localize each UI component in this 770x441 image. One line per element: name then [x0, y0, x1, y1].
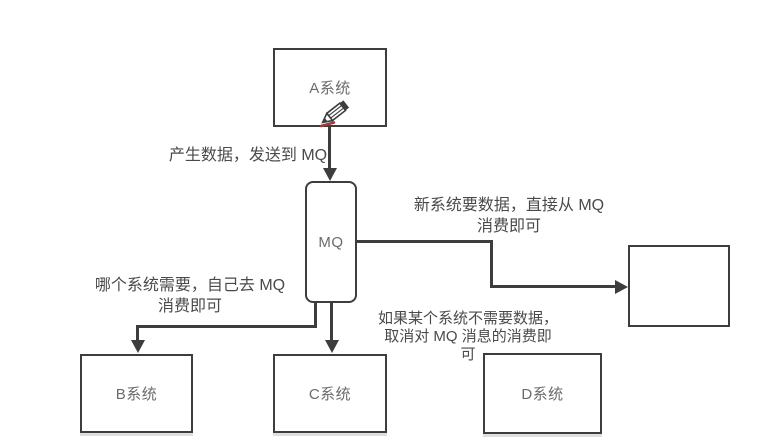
annotation-produce-line1: 产生数据，发送到 MQ — [168, 147, 328, 164]
annotation-cancel-line2: 取消对 MQ 消息的消费即 — [384, 328, 552, 345]
annotation-new-system-line1: 新系统要数据，直接从 MQ — [413, 197, 605, 214]
node-d-system-label: D系统 — [521, 386, 564, 403]
node-mq-label: MQ — [318, 233, 344, 251]
pencil-red-stroke — [319, 121, 336, 128]
edge-mq-to-c-line — [330, 303, 333, 342]
annotation-new-system-line2: 消费即可 — [476, 218, 541, 235]
edge-mq-to-new-arrowhead-icon — [615, 280, 628, 294]
edge-a-to-mq-arrowhead-icon — [323, 168, 337, 181]
edge-mq-to-b-line-v1 — [314, 303, 317, 328]
edge-mq-to-b-line-v2 — [136, 325, 139, 342]
annotation-new-system: 新系统要数据，直接从 MQ 消费即可 — [397, 195, 621, 237]
node-new-system-empty — [628, 245, 730, 327]
node-a-system-label: A系统 — [309, 80, 351, 97]
node-c-system: C系统 — [273, 354, 387, 433]
edge-mq-to-new-line-h2 — [490, 285, 616, 288]
edge-mq-to-c-arrowhead-icon — [325, 340, 339, 353]
edge-a-to-mq-line — [328, 127, 331, 170]
annotation-which-system-line2: 消费即可 — [157, 298, 222, 315]
node-b-system: B系统 — [80, 354, 193, 433]
node-d-system: D系统 — [483, 353, 602, 434]
node-b-system-label: B系统 — [115, 386, 158, 403]
annotation-cancel-line3: 可 — [460, 346, 476, 363]
annotation-which-system: 哪个系统需要，自己去 MQ 消费即可 — [80, 275, 300, 317]
edge-mq-to-b-line-h — [136, 325, 317, 328]
edge-mq-to-new-line-v — [490, 240, 493, 288]
pencil-cursor-icon — [319, 100, 350, 128]
annotation-cancel-line1: 如果某个系统不需要数据， — [377, 310, 558, 327]
edge-mq-to-new-line-h1 — [357, 240, 493, 243]
node-c-system-label: C系统 — [308, 386, 352, 403]
annotation-cancel-consume: 如果某个系统不需要数据， 取消对 MQ 消息的消费即 可 — [357, 310, 579, 364]
edge-mq-to-b-arrowhead-icon — [131, 340, 145, 353]
annotation-produce-data: 产生数据，发送到 MQ — [138, 145, 358, 166]
node-mq: MQ — [305, 181, 357, 303]
annotation-which-system-line1: 哪个系统需要，自己去 MQ — [94, 277, 286, 294]
